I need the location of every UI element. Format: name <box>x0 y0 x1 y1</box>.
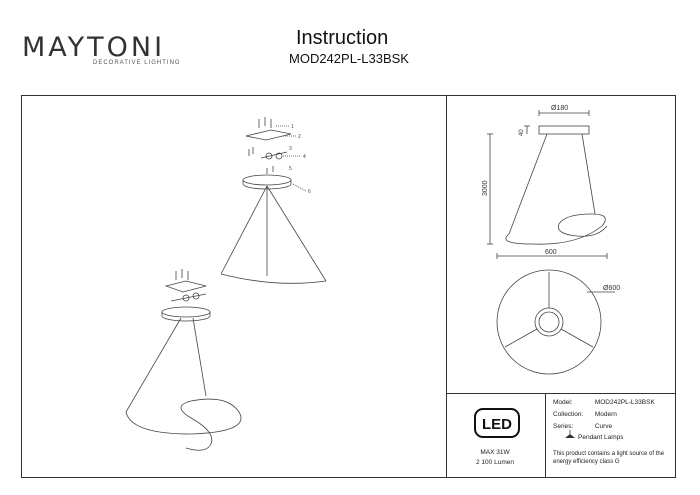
divider-spec <box>545 393 546 478</box>
part-label-6: 6 <box>308 189 311 195</box>
brand-logo: MAYTONI <box>22 32 166 63</box>
divider-vertical <box>446 95 447 478</box>
energy-note-line1: This product contains a light source of … <box>553 451 665 457</box>
part-label-2: 2 <box>298 134 301 140</box>
led-badge-icon: LED <box>474 408 520 438</box>
part-label-4: 4 <box>303 154 306 160</box>
spec-collection-label: Collection: <box>553 411 584 418</box>
spec-series: Series: Curve <box>553 423 612 430</box>
top-view-drawing: Ø600 <box>496 269 620 375</box>
lower-exploded-parts <box>125 269 242 451</box>
pendant-lamp-icon <box>565 430 575 438</box>
dim-canopy-height: 40 <box>519 129 525 136</box>
assembly-drawing: 1 2 3 4 5 6 <box>125 117 327 451</box>
part-label-1: 1 <box>291 124 294 130</box>
spec-series-value: Curve <box>594 423 613 430</box>
spec-model: Model: MOD242PL-L33BSK <box>553 399 655 406</box>
drawing-frame <box>21 95 676 478</box>
led-power: MAX 31W <box>480 449 510 456</box>
brand-tagline: DECORATIVE LIGHTING <box>93 60 181 66</box>
spec-model-label: Model: <box>553 399 573 406</box>
dim-width: 600 <box>545 249 557 256</box>
dim-canopy-diameter: Ø180 <box>551 105 568 112</box>
side-elevation-drawing: Ø180 40 3000 600 <box>482 105 608 259</box>
energy-note-line2: energy efficiency class G <box>553 459 620 465</box>
spec-model-value: MOD242PL-L33BSK <box>594 399 655 406</box>
page-title: Instruction <box>296 27 389 49</box>
dim-height: 3000 <box>482 180 489 196</box>
model-code: MOD242PL-L33BSK <box>289 51 409 66</box>
dim-ring-diameter: Ø600 <box>603 285 620 292</box>
spec-series-label: Series: <box>553 423 574 430</box>
spec-collection-value: Modern <box>594 411 617 418</box>
spec-type: Pendant Lamps <box>578 434 624 441</box>
upper-exploded-parts <box>220 117 327 284</box>
part-label-5: 5 <box>289 166 292 172</box>
led-lumen: 2 100 Lumen <box>476 459 514 466</box>
part-label-3: 3 <box>289 146 292 152</box>
led-label: LED <box>482 416 512 433</box>
divider-horizontal <box>446 393 676 394</box>
spec-collection: Collection: Modern <box>553 411 617 418</box>
